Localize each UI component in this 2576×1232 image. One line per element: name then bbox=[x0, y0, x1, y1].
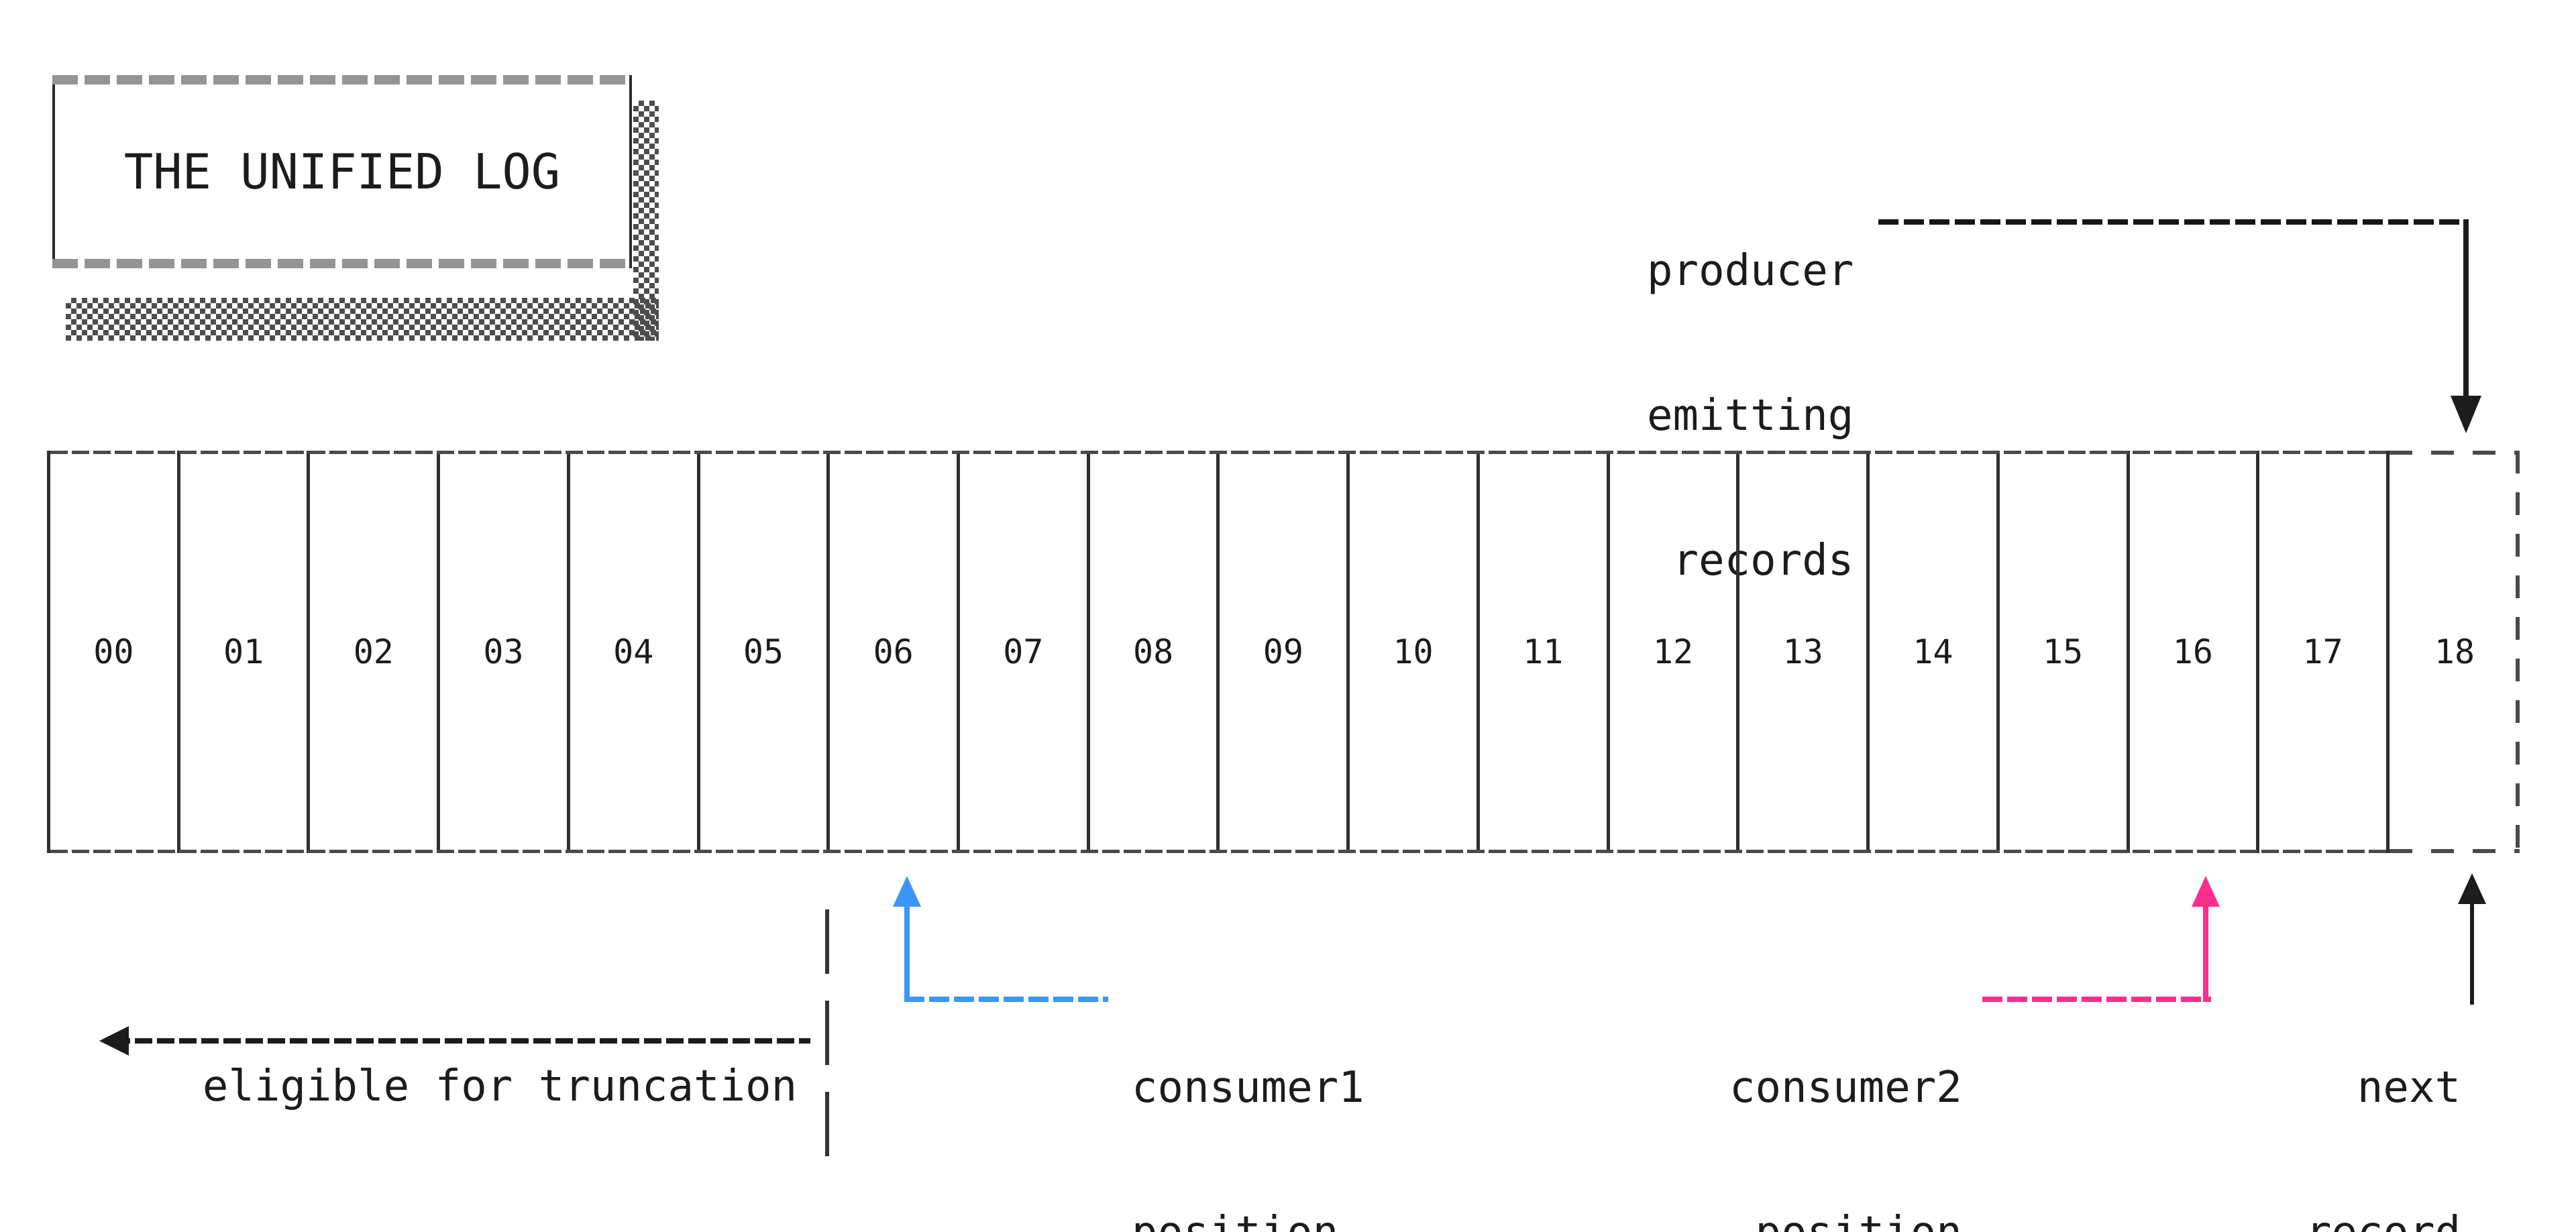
next-record-label-line2: record bbox=[2301, 1209, 2461, 1232]
truncation-arrowhead-left-icon bbox=[99, 1026, 129, 1056]
consumer1-label-line2: position bbox=[1132, 1209, 1364, 1232]
consumer2-label-line2: position bbox=[1729, 1209, 1962, 1232]
log-row-bottom-border bbox=[50, 850, 2390, 853]
log-cell: 03 bbox=[440, 451, 570, 853]
title-box: THE UNIFIED LOG bbox=[52, 75, 632, 268]
truncation-label-text: eligible for truncation bbox=[202, 1062, 798, 1111]
next-cell-bottom-border bbox=[2390, 849, 2520, 853]
next-record-label-line1: next bbox=[2357, 1063, 2461, 1113]
log-cell-value: 04 bbox=[613, 632, 654, 671]
consumer2-label-line1: consumer2 bbox=[1729, 1063, 1962, 1113]
consumer1-arrowhead-up-icon bbox=[893, 876, 921, 907]
title-box-bottom-border bbox=[52, 259, 632, 268]
producer-arrowhead-down-icon bbox=[2451, 396, 2481, 433]
consumer1-label-line1: consumer1 bbox=[1132, 1063, 1364, 1113]
log-cell: 14 bbox=[1870, 451, 2000, 853]
log-row-top-border bbox=[50, 451, 2390, 454]
log-cell-value: 09 bbox=[1263, 632, 1303, 671]
log-segment-row: 00 01 02 03 04 05 06 07 08 09 10 11 12 13 14 15 16 17 bbox=[47, 451, 2390, 853]
log-cell-value: 03 bbox=[483, 632, 524, 671]
consumer1-label: consumer1 position bbox=[1132, 967, 1364, 1232]
title-box-shadow-bottom bbox=[66, 298, 659, 341]
consumer2-label: consumer2 position bbox=[1729, 967, 1962, 1232]
log-cell-value: 06 bbox=[873, 632, 914, 671]
log-cell-value: 12 bbox=[1652, 632, 1694, 671]
log-cell-value: 17 bbox=[2302, 632, 2343, 671]
log-cell: 12 bbox=[1610, 451, 1740, 853]
log-cell: 06 bbox=[830, 451, 961, 853]
next-cell-top-border bbox=[2390, 451, 2520, 455]
title-box-top-border bbox=[52, 75, 632, 85]
log-cell-value: 01 bbox=[223, 632, 264, 671]
log-cell: 07 bbox=[960, 451, 1090, 853]
consumer2-connector-vertical bbox=[2203, 907, 2208, 1002]
log-cell-value: 02 bbox=[353, 632, 394, 671]
log-cell-value: 00 bbox=[93, 632, 134, 671]
log-cell-value: 10 bbox=[1393, 632, 1434, 671]
log-cell-next-value: 18 bbox=[2434, 632, 2475, 671]
next-record-connector-vertical bbox=[2470, 904, 2474, 1005]
producer-connector-horizontal bbox=[1878, 219, 2469, 225]
consumer2-connector-horizontal bbox=[1982, 997, 2211, 1002]
log-cell-value: 11 bbox=[1523, 632, 1564, 671]
next-cell-right-border bbox=[2516, 451, 2520, 853]
log-cell-value: 07 bbox=[1003, 632, 1044, 671]
log-cell-value: 14 bbox=[1913, 632, 1953, 671]
producer-label-line3: records bbox=[1647, 536, 1854, 585]
log-cell-value: 15 bbox=[2043, 632, 2084, 671]
log-cell-value: 16 bbox=[2172, 632, 2213, 671]
log-cell: 08 bbox=[1090, 451, 1220, 853]
log-cell: 11 bbox=[1480, 451, 1610, 853]
next-record-arrowhead-up-icon bbox=[2458, 873, 2486, 904]
log-cell: 09 bbox=[1220, 451, 1350, 853]
log-cell: 16 bbox=[2130, 451, 2260, 853]
truncation-boundary-dashed-line bbox=[825, 909, 829, 1164]
log-cell-value: 08 bbox=[1133, 632, 1174, 671]
log-cell: 04 bbox=[570, 451, 700, 853]
log-cell: 15 bbox=[2000, 451, 2130, 853]
producer-connector-vertical bbox=[2463, 219, 2469, 397]
consumer1-connector-vertical bbox=[904, 907, 910, 1002]
producer-label: producer emitting records bbox=[1647, 150, 1854, 681]
log-cell-value: 05 bbox=[743, 632, 784, 671]
log-cell: 05 bbox=[700, 451, 830, 853]
producer-label-line1: producer bbox=[1647, 246, 1854, 296]
log-cell: 10 bbox=[1350, 451, 1480, 853]
log-cell: 13 bbox=[1739, 451, 1870, 853]
log-cell: 01 bbox=[180, 451, 311, 853]
truncation-arrow-line bbox=[113, 1038, 810, 1044]
log-cell: 02 bbox=[310, 451, 441, 853]
log-cell: 00 bbox=[50, 451, 180, 853]
log-cell-value: 13 bbox=[1782, 632, 1823, 671]
diagram-title: THE UNIFIED LOG bbox=[123, 144, 561, 200]
producer-label-line2: emitting bbox=[1647, 391, 1854, 441]
consumer1-connector-horizontal bbox=[904, 997, 1108, 1002]
consumer2-arrowhead-up-icon bbox=[2192, 876, 2220, 907]
log-cell: 17 bbox=[2259, 451, 2390, 853]
log-cell-next: 18 bbox=[2390, 451, 2520, 853]
next-record-label: next record bbox=[2301, 967, 2461, 1232]
truncation-label: eligible for truncation bbox=[201, 966, 798, 1207]
